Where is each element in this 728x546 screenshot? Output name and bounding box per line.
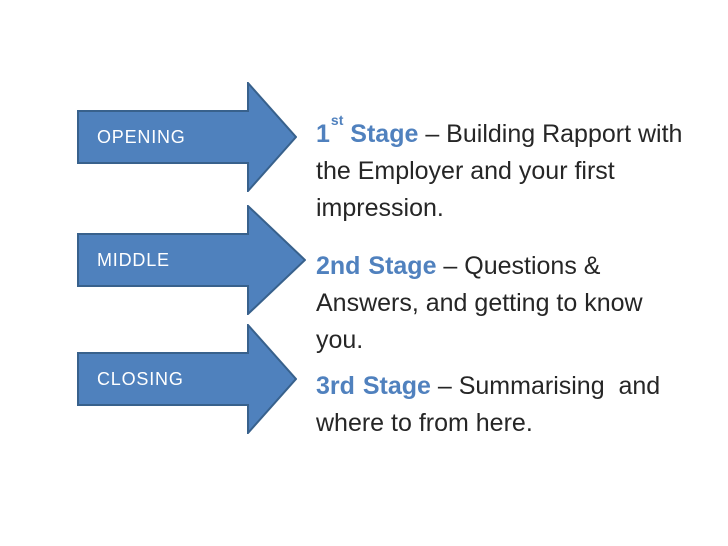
stage-1-body-line: impression. (316, 194, 444, 222)
right-arrow-icon (77, 205, 306, 315)
arrow-label-closing: CLOSING (97, 368, 184, 389)
stage-2-heading-word: Stage (361, 252, 437, 280)
stage-1-ordinal-superscript: st (330, 111, 344, 128)
stage-2-body-line: Answers, and getting to know (316, 289, 643, 317)
stage-2-text: 2nd Stage – Questions & Answers, and get… (316, 248, 722, 359)
arrow-middle: MIDDLE (77, 205, 306, 315)
stage-1-heading-word: Stage (343, 120, 419, 148)
stage-1-text: 1st Stage – Building Rapport with the Em… (316, 113, 722, 227)
stage-2-body-line: you. (316, 326, 364, 354)
stage-2-body-line: – Questions & (436, 252, 601, 280)
stage-3-body-line: – Summarising and (430, 372, 661, 400)
arrow-label-middle: MIDDLE (97, 249, 170, 270)
stage-3-heading: 3rd Stage (316, 372, 431, 400)
arrow-closing: CLOSING (77, 324, 297, 434)
stage-1-body-line: the Employer and your first (316, 157, 615, 185)
stage-1-body-line: – Building Rapport with (418, 120, 683, 148)
arrow-label-opening: OPENING (97, 126, 186, 147)
stage-3-number: 3rd (316, 372, 355, 400)
stage-3-body-line: where to from here. (316, 409, 533, 437)
right-arrow-icon (77, 324, 297, 434)
arrow-opening: OPENING (77, 82, 297, 192)
stage-1-heading: 1st Stage (316, 113, 419, 148)
stage-1-number: 1 (316, 120, 330, 148)
stage-2-number: 2nd (316, 252, 361, 280)
right-arrow-icon (77, 82, 297, 192)
stage-2-heading: 2nd Stage (316, 252, 436, 280)
stage-3-text: 3rd Stage – Summarising and where to fro… (316, 368, 722, 442)
stage-3-heading-word: Stage (355, 372, 431, 400)
